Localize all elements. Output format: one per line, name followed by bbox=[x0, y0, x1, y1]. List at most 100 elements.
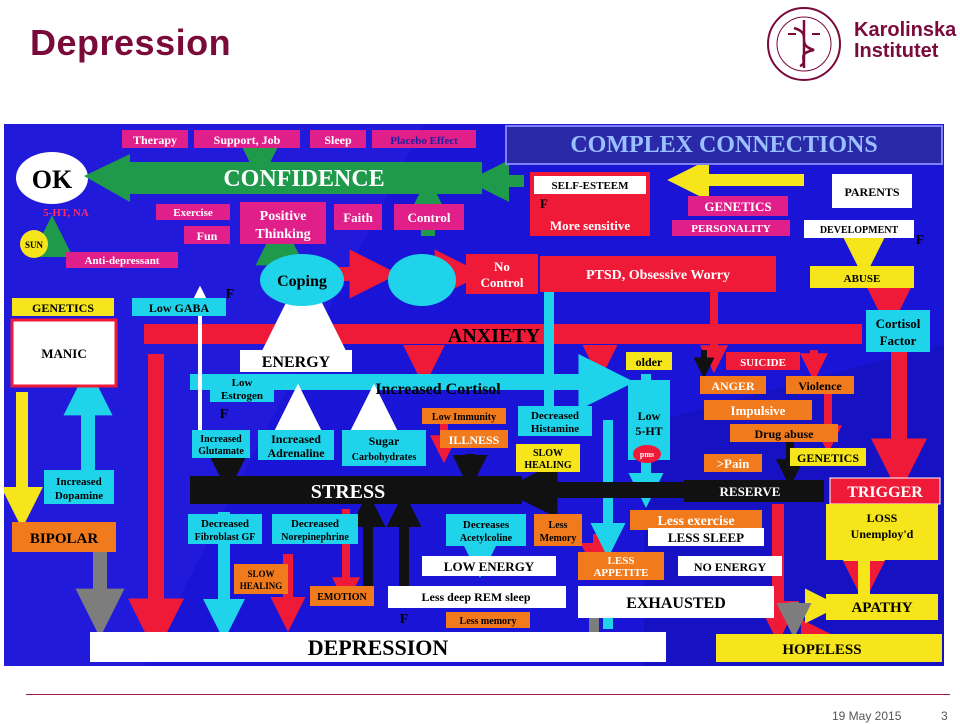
f-self-esteem: F bbox=[540, 196, 548, 211]
coping-circle bbox=[260, 254, 344, 306]
slide-title: Depression bbox=[30, 22, 232, 63]
decreases-acetylcoline-line1: Decreases bbox=[463, 519, 510, 531]
anger-box bbox=[700, 376, 766, 394]
less-exercise-label: Less exercise bbox=[657, 514, 734, 529]
positive-thinking-line2: Thinking bbox=[255, 227, 310, 242]
therapy-label: Therapy bbox=[133, 133, 177, 147]
genetics-left-label: GENETICS bbox=[32, 301, 94, 315]
low-5ht-line1: Low bbox=[638, 409, 661, 423]
reserve-box bbox=[684, 480, 824, 502]
slow-healing-left-line1: SLOW bbox=[247, 569, 274, 579]
ok-circle bbox=[16, 152, 88, 204]
antidepressant-label: Anti-depressant bbox=[85, 255, 160, 267]
decreased-histamine-line2: Histamine bbox=[531, 423, 579, 435]
cortisol-factor-line1: Cortisol bbox=[876, 316, 921, 331]
increased-adrenaline-line2: Adrenaline bbox=[267, 446, 325, 460]
f-rem: F bbox=[400, 612, 409, 627]
decreased-fibroblast-line2: Fibroblast GF bbox=[195, 532, 256, 543]
illness-label: ILLNESS bbox=[449, 433, 500, 447]
antidepressant-box bbox=[66, 252, 178, 268]
control-box bbox=[394, 204, 464, 230]
ok-label: OK bbox=[32, 165, 73, 194]
increased-dopamine-line1: Increased bbox=[56, 476, 102, 488]
low-energy-label: LOW ENERGY bbox=[444, 559, 535, 574]
loss-line2: Unemploy'd bbox=[851, 527, 914, 541]
development-box bbox=[804, 220, 914, 238]
decreased-histamine-line1: Decreased bbox=[531, 410, 579, 422]
institution-name-line1: Karolinska bbox=[854, 19, 957, 41]
no-control-box bbox=[466, 254, 538, 294]
decreased-norepinephrine-line2: Norepinephrine bbox=[281, 532, 349, 543]
slow-healing-mid-box bbox=[516, 444, 580, 472]
sugar-box bbox=[342, 430, 426, 466]
exercise-box bbox=[156, 204, 230, 220]
impulsive-label: Impulsive bbox=[731, 403, 786, 418]
reserve-label: RESERVE bbox=[720, 484, 781, 499]
anger-label: ANGER bbox=[711, 379, 755, 393]
pain-label: >Pain bbox=[717, 456, 750, 471]
increased-cortisol-label: Increased Cortisol bbox=[375, 381, 501, 398]
less-rem-box bbox=[388, 586, 566, 608]
faith-label: Faith bbox=[343, 210, 373, 225]
no-control-line1: No bbox=[494, 259, 510, 274]
sleep-box bbox=[310, 130, 366, 148]
low-estrogen-line2: Estrogen bbox=[221, 390, 263, 402]
parents-box bbox=[832, 174, 912, 208]
impulsive-box bbox=[704, 400, 812, 420]
pain-box bbox=[704, 454, 762, 472]
trigger-box bbox=[829, 477, 941, 505]
f-development: F bbox=[916, 233, 925, 248]
f-low-gaba: F bbox=[226, 287, 235, 302]
no-control-line2: Control bbox=[480, 275, 523, 290]
less-memory-box bbox=[534, 514, 582, 546]
low-5ht-line2: 5-HT bbox=[635, 424, 662, 438]
exhausted-box bbox=[578, 586, 774, 618]
no-energy-box bbox=[678, 556, 782, 576]
diagram-heading: COMPLEX CONNECTIONS bbox=[570, 132, 877, 158]
low-estrogen-box bbox=[210, 374, 274, 402]
pms-circle bbox=[633, 445, 661, 463]
personality-box bbox=[672, 220, 790, 236]
genetics-top-box bbox=[688, 196, 788, 216]
older-box bbox=[626, 352, 672, 370]
abuse-label: ABUSE bbox=[844, 273, 881, 285]
less-appetite-line1: LESS bbox=[608, 555, 635, 567]
increased-adrenaline-line1: Increased bbox=[271, 432, 321, 446]
confidence-label: CONFIDENCE bbox=[223, 166, 384, 192]
manic-box bbox=[10, 318, 118, 388]
depression-box bbox=[90, 632, 666, 662]
cortisol-factor-box bbox=[866, 310, 930, 352]
footer-date: 19 May 2015 bbox=[832, 709, 902, 723]
slow-healing-mid-line1: SLOW bbox=[533, 448, 563, 459]
heading-box bbox=[505, 125, 943, 165]
pms-label: pms bbox=[640, 450, 654, 459]
slow-healing-left-box bbox=[234, 564, 288, 594]
support-job-box bbox=[194, 130, 300, 148]
decreased-fibroblast-box bbox=[188, 514, 262, 544]
suicide-label: SUICIDE bbox=[740, 357, 786, 369]
decreased-norepinephrine-line1: Decreased bbox=[291, 518, 339, 530]
less-sleep-label: LESS SLEEP bbox=[668, 530, 744, 545]
sleep-label: Sleep bbox=[324, 133, 352, 147]
older-label: older bbox=[636, 355, 663, 369]
coping-label: Coping bbox=[277, 273, 327, 290]
increased-glutamate-line2: Glutamate bbox=[198, 446, 244, 457]
parents-label: PARENTS bbox=[844, 185, 899, 199]
personality-label: PERSONALITY bbox=[691, 223, 771, 235]
placebo-label: Placebo Effect bbox=[390, 135, 458, 147]
less-memory-box-line1: Less bbox=[549, 520, 568, 531]
manic-label: MANIC bbox=[41, 346, 87, 361]
stress-label: STRESS bbox=[311, 481, 386, 503]
less-exercise-box bbox=[630, 510, 762, 530]
energy-box bbox=[240, 350, 352, 372]
footer-rule bbox=[26, 694, 950, 695]
abuse-box bbox=[810, 266, 914, 288]
control-circle bbox=[388, 254, 456, 306]
slow-healing-left-line2: HEALING bbox=[240, 581, 283, 591]
hopeless-label: HOPELESS bbox=[782, 642, 861, 658]
increased-dopamine-line2: Dopamine bbox=[55, 490, 103, 502]
low-estrogen-line1: Low bbox=[232, 377, 253, 389]
confidence-arrow bbox=[84, 154, 482, 202]
therapy-box bbox=[122, 130, 188, 148]
more-sensitive-label: More sensitive bbox=[550, 218, 630, 233]
